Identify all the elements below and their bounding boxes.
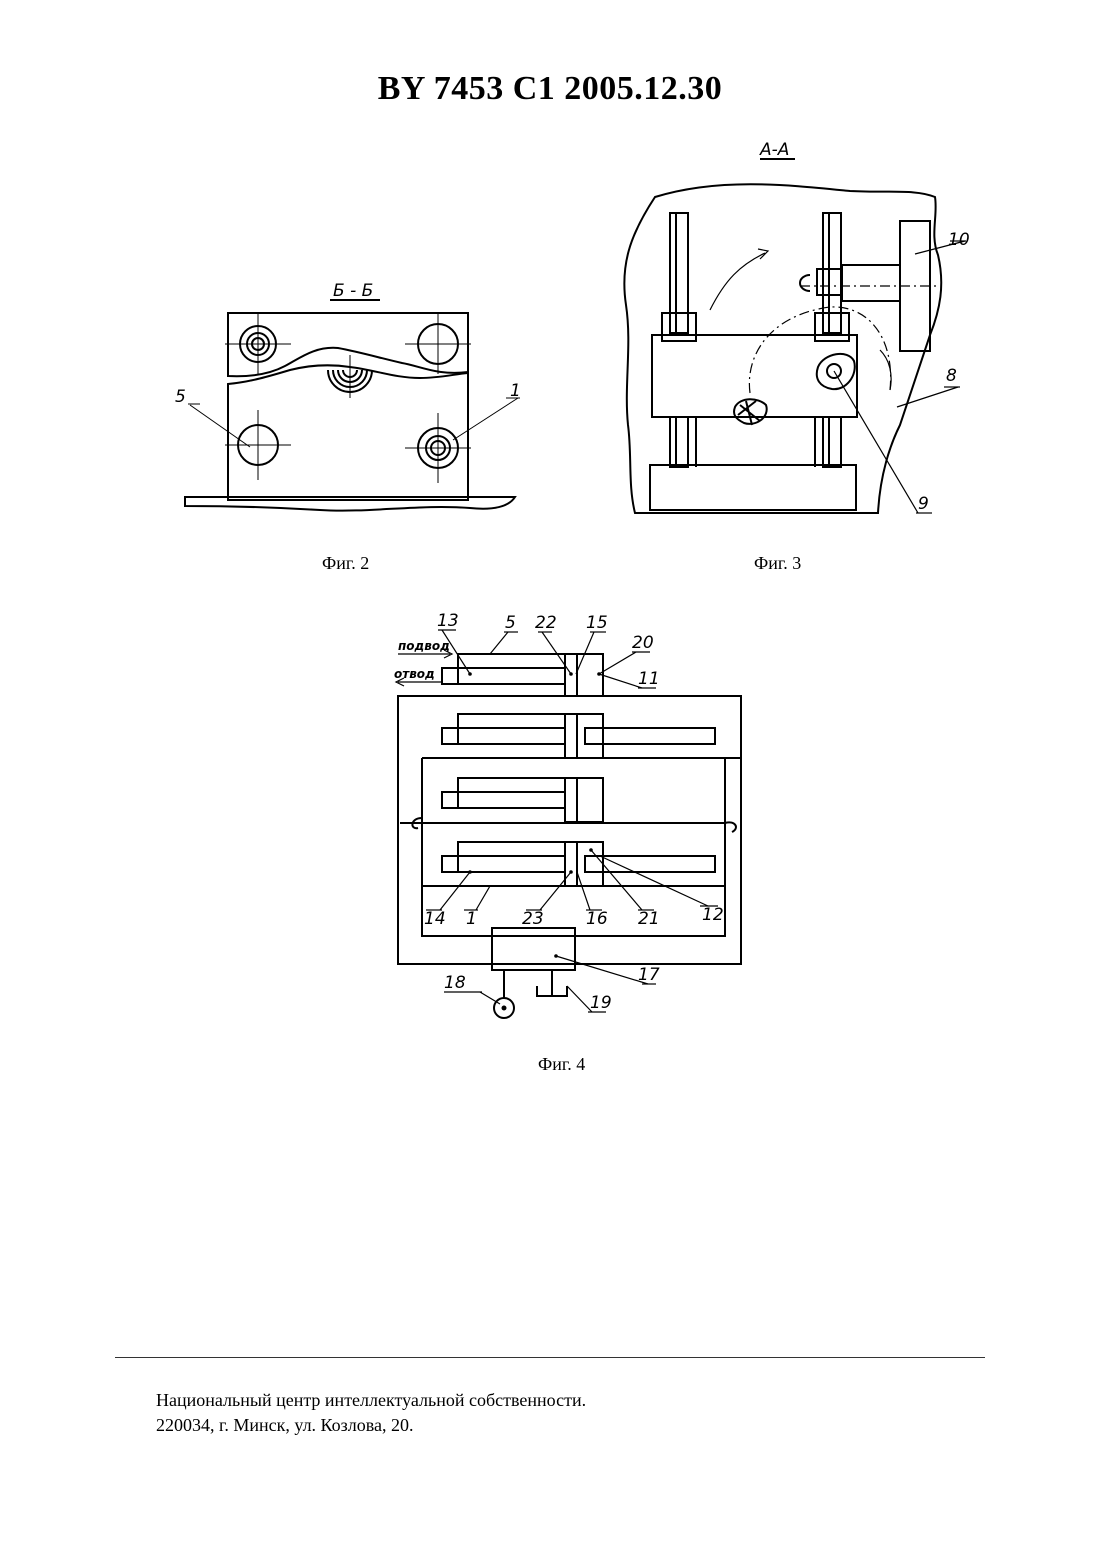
fig4-label-16: 16 [586,909,608,929]
fig3-caption: Фиг. 3 [754,553,801,574]
fig2-label-5: 5 [175,387,186,407]
fig4-label-11: 11 [638,669,660,689]
figure-2-drawing: Б - Б 5 1 [170,270,530,520]
fig3-section-label: А-А [759,140,789,160]
footer-line-1: Национальный центр интеллектуальной собс… [156,1388,586,1413]
fig4-label-14: 14 [424,909,446,929]
fig4-label-1: 1 [466,909,477,929]
fig4-caption: Фиг. 4 [538,1054,585,1075]
fig4-label-21: 21 [638,909,660,929]
fig4-flow-out: отвод [394,667,435,681]
fig3-label-9: 9 [918,494,929,514]
fig2-section-label: Б - Б [333,281,373,301]
fig4-label-20: 20 [632,633,654,653]
footer-line-2: 220034, г. Минск, ул. Козлова, 20. [156,1413,586,1438]
fig3-label-10: 10 [948,230,970,250]
footer-divider [115,1357,985,1358]
fig4-label-22: 22 [535,613,557,633]
figure-4-drawing: подвод отвод 13 5 22 15 20 11 14 1 23 16… [380,610,760,1030]
fig4-label-15: 15 [586,613,608,633]
patent-header: BY 7453 C1 2005.12.30 [0,70,1100,108]
fig4-flow-in: подвод [398,639,450,653]
fig4-label-12: 12 [702,905,724,925]
fig4-label-17: 17 [638,965,660,985]
fig4-label-13: 13 [437,611,459,631]
figure-3-drawing: А-А 10 8 9 [610,135,970,525]
fig2-caption: Фиг. 2 [322,553,369,574]
fig4-label-18: 18 [444,973,466,993]
fig4-label-19: 19 [590,993,612,1013]
footer: Национальный центр интеллектуальной собс… [156,1388,586,1438]
fig4-label-23: 23 [522,909,544,929]
fig2-label-1: 1 [510,381,521,401]
fig4-label-5: 5 [505,613,516,633]
fig3-label-8: 8 [946,366,957,386]
